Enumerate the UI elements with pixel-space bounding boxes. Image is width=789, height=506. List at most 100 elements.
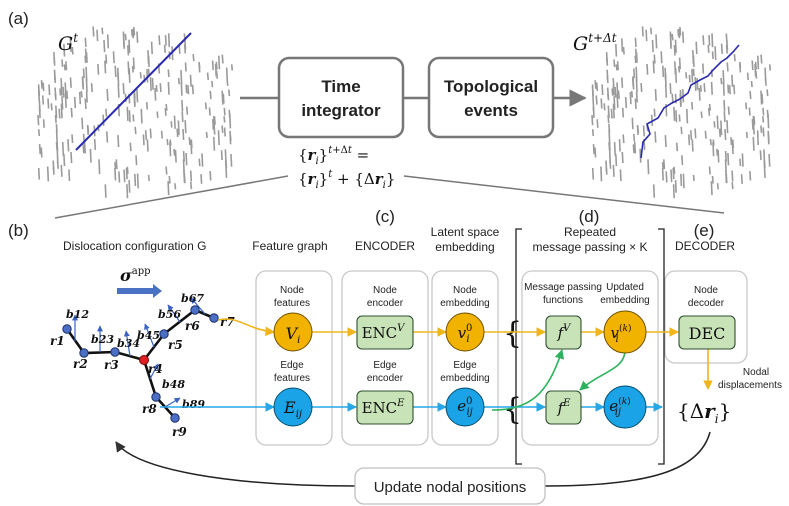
feature-node-line1: Node — [280, 285, 304, 296]
dislocation-segment — [631, 117, 634, 130]
dislocation-segment — [182, 128, 185, 140]
dislocation-segment — [748, 107, 751, 116]
dislocation-segment — [753, 116, 756, 125]
dislocation-segment — [704, 130, 707, 139]
dislocation-segment — [745, 102, 748, 110]
dislocation-segment — [65, 61, 68, 71]
zoom-line-right — [403, 175, 725, 214]
header-latent-line1: Latent space — [431, 225, 500, 239]
dislocation-segment — [61, 141, 65, 156]
dislocation-segment — [678, 66, 681, 73]
topological-events-box — [427, 56, 555, 139]
dislocation-segment — [600, 98, 603, 109]
dislocation-segment — [740, 174, 743, 184]
dislocation-segment — [725, 44, 728, 54]
dislocation-segment — [591, 115, 594, 126]
dislocation-segment — [731, 170, 734, 182]
dislocation-segment — [634, 55, 637, 64]
dislocation-segment — [664, 84, 668, 98]
burgers-label-b34: b34 — [117, 337, 140, 350]
dislocation-segment — [56, 148, 59, 163]
dislocation-segment — [645, 29, 648, 42]
dislocation-segment — [93, 138, 97, 150]
dislocation-segment — [89, 148, 92, 163]
dislocation-segment — [653, 54, 656, 64]
dislocation-segment — [206, 72, 209, 80]
dislocation-segment — [731, 140, 734, 155]
dislocation-segment — [190, 140, 193, 155]
dislocation-line-wavy — [640, 44, 740, 159]
dislocation-segment — [692, 68, 695, 77]
dislocation-segment — [229, 113, 232, 129]
dislocation-segment — [671, 93, 674, 103]
symbol-enc-e: ENCE — [362, 398, 406, 417]
dislocation-segment — [673, 166, 676, 174]
dislocation-segment — [679, 94, 682, 106]
dislocation-segment — [727, 152, 730, 166]
dislocation-segment — [182, 159, 185, 173]
dislocation-segment — [760, 90, 763, 105]
dislocation-segment — [217, 130, 220, 146]
dislocation-segment — [60, 103, 63, 119]
dislocation-segment — [132, 114, 135, 122]
dislocation-segment — [739, 63, 742, 73]
bracket-left — [515, 228, 522, 465]
dislocation-segment — [621, 77, 624, 88]
dislocation-segment — [686, 108, 689, 124]
dislocation-segment — [694, 128, 697, 139]
dislocation-segment — [37, 129, 41, 137]
dislocation-segment — [692, 174, 695, 182]
dislocation-segment — [596, 119, 599, 128]
dislocation-segment — [621, 151, 624, 164]
dislocation-segment — [187, 85, 190, 95]
dislocation-segment — [101, 27, 104, 35]
dislocation-segment — [673, 106, 676, 121]
dislocation-segment — [55, 111, 58, 118]
dislocation-segment — [670, 169, 673, 183]
dislocation-segment — [190, 182, 193, 190]
dislocation-segment — [728, 85, 731, 95]
dislocation-segment — [70, 107, 73, 118]
dislocation-segment — [104, 184, 107, 198]
dislocation-segment — [136, 173, 139, 189]
dislocation-segment — [733, 54, 736, 62]
dislocation-segment — [42, 82, 45, 92]
dislocation-segment — [213, 125, 216, 135]
node-input-arrow — [217, 318, 275, 337]
feedback-line-right — [544, 431, 711, 487]
dislocation-segment — [177, 120, 180, 136]
dislocation-segment — [662, 65, 665, 78]
dislocation-segment — [131, 66, 134, 73]
dislocation-segment — [591, 86, 594, 102]
dislocation-segment — [616, 82, 619, 95]
dislocation-segment — [716, 183, 719, 190]
dislocation-segment — [640, 83, 643, 93]
dislocation-segment — [189, 170, 193, 182]
dislocation-segment — [764, 78, 767, 86]
dislocation-segment — [46, 166, 50, 182]
dislocation-segment — [613, 96, 616, 110]
symbol-dec: DEC — [689, 324, 726, 343]
encoder-node-line1: Node — [373, 285, 397, 296]
dislocation-segment — [150, 41, 153, 55]
dislocation-segment — [97, 63, 100, 75]
dislocation-segment — [40, 80, 43, 89]
dislocation-segment — [607, 111, 610, 118]
dislocation-segment — [688, 74, 691, 83]
dislocation-segment — [635, 91, 638, 103]
decoder-box — [664, 270, 748, 364]
dislocation-segment — [672, 167, 675, 180]
dislocation-segment — [624, 96, 628, 108]
latent-edge-line2: embedding — [440, 373, 489, 384]
dislocation-segment — [663, 159, 666, 170]
dislocation-segment — [673, 45, 676, 56]
dislocation-segment — [754, 61, 757, 70]
dislocation-segment — [723, 100, 726, 112]
dislocation-segment — [102, 114, 105, 126]
dislocation-segment — [147, 174, 150, 182]
dislocation-segment — [760, 54, 763, 64]
topological-line2: events — [464, 101, 518, 120]
dislocation-segment — [184, 62, 187, 72]
dislocation-segment — [708, 103, 711, 111]
node-label-r7: r7 — [220, 315, 235, 329]
